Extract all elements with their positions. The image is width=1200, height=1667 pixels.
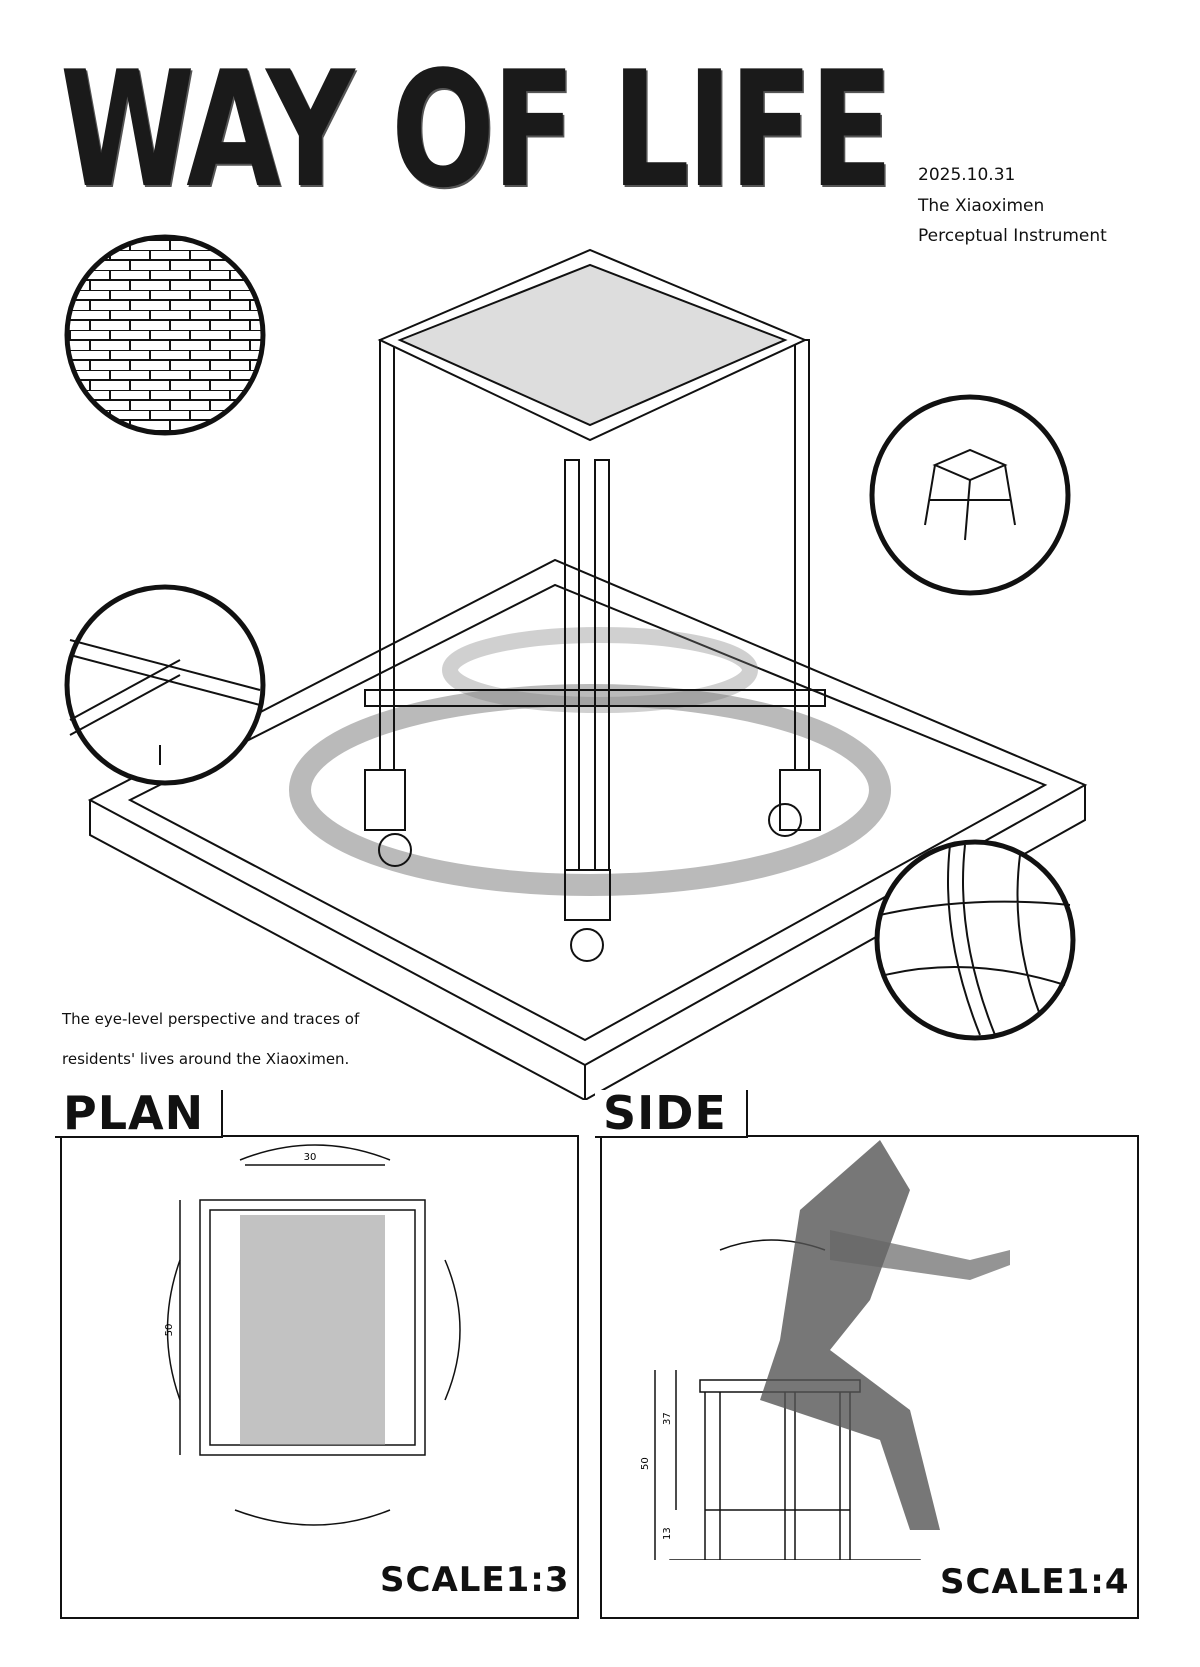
plan-label: PLAN [55, 1090, 223, 1138]
plan-dim-height: 50 [164, 1324, 175, 1337]
seated-figure [760, 1140, 940, 1530]
stool-circle [869, 394, 1071, 596]
plan-drawing: 30 50 [164, 1144, 461, 1526]
side-scale: SCALE1:4 [940, 1562, 1130, 1602]
brick-wall-circle [64, 234, 266, 436]
caption-line2: residents' lives around the Xiaoximen. [62, 1050, 350, 1068]
subtitle-line2: Perceptual Instrument [918, 226, 1107, 246]
side-dim-total: 50 [640, 1457, 651, 1470]
caption-line1: The eye-level perspective and traces of [62, 1010, 360, 1028]
figure-top-view [240, 1215, 385, 1445]
subtitle-line1: The Xiaoximen [918, 196, 1045, 216]
side-dim-lower: 13 [662, 1527, 673, 1540]
date: 2025.10.31 [918, 165, 1016, 185]
map-circle [874, 839, 1076, 1041]
side-dim-upper: 37 [662, 1412, 673, 1425]
joint-detail-circle [64, 584, 266, 786]
plan-scale: SCALE1:3 [380, 1560, 570, 1600]
plastic-stool-icon [924, 448, 1016, 541]
side-label: SIDE [595, 1090, 748, 1138]
poster-title: WAY OF LIFE [60, 36, 893, 223]
side-drawing: 50 37 13 [640, 1140, 1010, 1560]
isometric-stool-drawing [87, 248, 1088, 1100]
trace-swirl [289, 684, 891, 896]
plan-dim-width: 30 [304, 1152, 317, 1163]
